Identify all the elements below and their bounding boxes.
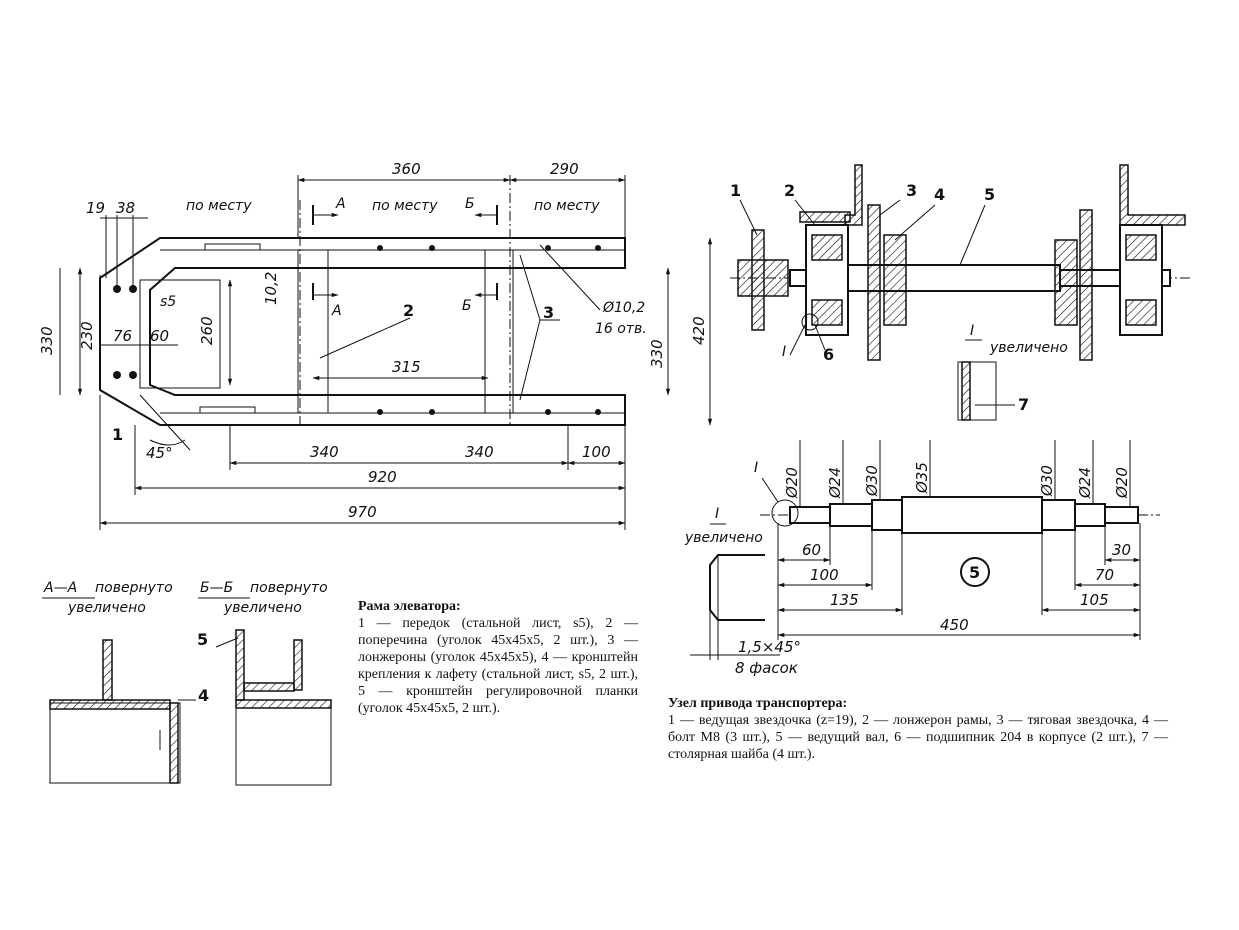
dim-340-right: 340 [465, 443, 494, 461]
label-s5: s5 [160, 294, 176, 310]
callout-4-section: 4 [198, 686, 209, 705]
dim-76: 76 [113, 327, 132, 345]
section-bb-note-enlarged: увеличено [223, 600, 302, 616]
dim-340-left: 340 [310, 443, 339, 461]
section-aa-note-rotated: повернуто [95, 580, 173, 596]
callout-5-section: 5 [197, 630, 208, 649]
callout-1-frame: 1 [112, 425, 123, 444]
section-b-top: Б [465, 196, 475, 212]
elevator-frame-plan: 19 38 360 290 330 230 76 60 260 10,2 315… [38, 160, 713, 530]
drive-assembly: 1 2 3 4 5 6 7 I I увеличено [730, 164, 1190, 421]
shaft-chamfer: 1,5×45° [738, 638, 801, 656]
shaft-len-70: 70 [1095, 566, 1114, 584]
shaft-part-number: 5 [969, 563, 980, 582]
dim-230: 230 [78, 321, 96, 350]
frame-caption-text: 1 — передок (стальной лист, s5), 2 — поп… [358, 616, 638, 716]
section-a-top: А [335, 196, 346, 212]
dim-290: 290 [550, 160, 579, 178]
label-po-mestu-right: по месту [534, 198, 600, 214]
dim-19: 19 [86, 199, 105, 217]
frame-caption-title: Рама элеватора: [358, 599, 461, 614]
shaft-len-100: 100 [810, 566, 839, 584]
shaft-dia-20-right: Ø20 [1113, 467, 1131, 499]
label-hole-diameter: Ø10,2 [602, 300, 645, 316]
section-aa-title: А—А [43, 580, 77, 596]
shaft-dia-24-right: Ø24 [1076, 467, 1094, 499]
dim-38: 38 [116, 199, 135, 217]
callout-2-frame: 2 [403, 301, 414, 320]
shaft-len-60: 60 [802, 541, 821, 559]
shaft-len-135: 135 [830, 591, 859, 609]
section-views: А—А повернуто увеличено Б—Б повернуто ув… [42, 580, 332, 786]
shaft-chamfer-count: 8 фасок [735, 659, 798, 677]
label-po-mestu-middle: по месту [372, 198, 438, 214]
frame-caption: Рама элеватора: 1 — передок (стальной ли… [358, 598, 638, 717]
drive-detail-note: увеличено [989, 340, 1068, 356]
dim-420: 420 [690, 316, 708, 345]
callout-6-drive: 6 [823, 345, 834, 364]
dim-920: 920 [368, 468, 397, 486]
dim-260: 260 [198, 316, 216, 345]
callout-7-drive: 7 [1018, 395, 1029, 414]
shaft-dia-30-left: Ø30 [863, 465, 881, 497]
callout-5-drive: 5 [984, 185, 995, 204]
shaft-dia-30-right: Ø30 [1038, 465, 1056, 497]
shaft-len-450: 450 [940, 616, 969, 634]
callout-2-drive: 2 [784, 181, 795, 200]
shaft-detail-label: I [715, 506, 719, 522]
callout-4-drive: 4 [934, 185, 945, 204]
shaft-dia-20-left: Ø20 [783, 467, 801, 499]
section-bb-title: Б—Б [200, 580, 233, 596]
callout-3-frame: 3 [543, 303, 554, 322]
shaft-dia-35: Ø35 [913, 462, 931, 494]
drive-caption-text: 1 — ведущая звездочка (z=19), 2 — лонжер… [668, 713, 1168, 762]
frame-holes [113, 245, 601, 415]
drive-shaft-detail: Ø20 Ø24 Ø30 Ø35 Ø30 Ø24 Ø20 I 60 100 135… [684, 440, 1160, 677]
shaft-len-30: 30 [1112, 541, 1131, 559]
shaft-len-105: 105 [1080, 591, 1109, 609]
callout-detail-i-drive: I [782, 344, 786, 360]
drive-caption-title: Узел привода транспортера: [668, 696, 848, 711]
section-aa-note-enlarged: увеличено [67, 600, 146, 616]
callout-1-drive: 1 [730, 181, 741, 200]
dim-360: 360 [392, 160, 421, 178]
shaft-detail-note: увеличено [684, 530, 763, 546]
dim-330-right: 330 [648, 339, 666, 368]
dim-10-2: 10,2 [262, 272, 280, 305]
dim-970: 970 [348, 503, 377, 521]
label-po-mestu-left: по месту [186, 198, 252, 214]
label-hole-count: 16 отв. [595, 321, 647, 337]
dim-100: 100 [582, 443, 611, 461]
shaft-dia-24-left: Ø24 [826, 467, 844, 499]
shaft-detail-ref: I [754, 460, 758, 476]
drive-detail-label: I [970, 323, 974, 339]
callout-3-drive: 3 [906, 181, 917, 200]
dim-45-degrees: 45° [146, 444, 173, 462]
section-a-bottom: А [331, 303, 342, 319]
dim-60: 60 [150, 327, 169, 345]
section-b-bottom: Б [462, 298, 472, 314]
drive-caption: Узел привода транспортера: 1 — ведущая з… [668, 695, 1168, 763]
section-bb-note-rotated: повернуто [250, 580, 328, 596]
dim-315: 315 [392, 358, 421, 376]
dim-330-left: 330 [38, 326, 56, 355]
